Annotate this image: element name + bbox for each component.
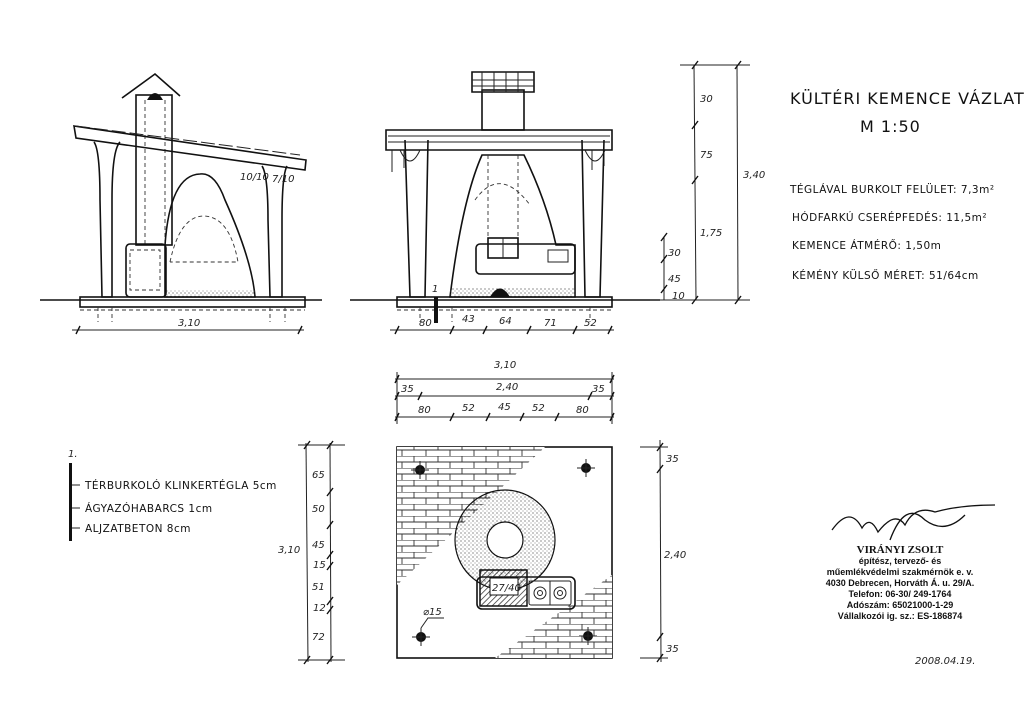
stamp-line: 4030 Debrecen, Horváth Á. u. 29/A. (826, 578, 975, 588)
stamp-line: Vállalkozói ig. sz.: ES-186874 (838, 611, 963, 621)
oven-dome (164, 173, 256, 298)
dim-row3-0: 80 (418, 405, 431, 416)
dim-row3-3: 52 (532, 403, 545, 414)
plan-top-dimensions: 3,10 35 2,40 35 80 52 45 52 80 (394, 360, 615, 424)
dim-175: 1,75 (700, 228, 722, 239)
base-slab (79, 296, 306, 308)
beam-label-2: 7/10 (272, 174, 294, 185)
info-roof-tiles: HÓDFARKÚ CSERÉPFEDÉS: 11,5m² (792, 211, 987, 224)
stamp-line: műemlékvédelmi szakmérnök e. v. (827, 567, 973, 577)
stamp-name: VIRÁNYI ZSOLT (857, 544, 944, 556)
oven-opening (486, 521, 524, 559)
flue-label: 27/40 (492, 583, 521, 594)
chimney-cap (121, 72, 181, 99)
dim-plan-right-35-bottom: 35 (666, 644, 679, 655)
dim-small-45: 45 (668, 274, 681, 285)
dim-total: 3,10 (494, 360, 516, 371)
post-right (581, 139, 605, 298)
dim-75: 75 (700, 150, 713, 161)
dim-71: 71 (544, 318, 557, 329)
dim-340: 3,40 (743, 170, 765, 181)
dim-left-72: 72 (312, 632, 325, 643)
dim-43: 43 (462, 314, 475, 325)
dim-left-45: 45 (312, 540, 325, 551)
legend-layer-3: ALJZATBETON 8cm (85, 523, 191, 535)
stamp-line: Telefon: 06-30/ 249-1764 (849, 589, 952, 599)
dim-35-left: 35 (401, 384, 414, 395)
dim-52: 52 (584, 318, 597, 329)
chimney-cap (471, 71, 535, 93)
roof (385, 129, 613, 151)
dim-plan-right-35-top: 35 (666, 454, 679, 465)
drawing-date: 2008.04.19. (915, 656, 975, 667)
post-left (93, 141, 121, 298)
dim-left-15: 15 (313, 560, 326, 571)
section-marker-label: 1 (432, 284, 438, 295)
post-left (404, 139, 429, 298)
roof (73, 125, 307, 171)
dim-left-51: 51 (312, 582, 325, 593)
dim-small-10: 10 (672, 291, 685, 302)
drawing-scale: M 1:50 (860, 117, 921, 136)
post-diameter-label: ⌀15 (423, 607, 442, 618)
stamp-line: Adószám: 65021000-1-29 (847, 600, 954, 610)
posts-plan (411, 459, 597, 646)
chimney (481, 89, 525, 131)
dim-30: 30 (700, 94, 713, 105)
section-marker (434, 297, 438, 323)
drawing-title: KÜLTÉRI KEMENCE VÁZLAT (790, 89, 1024, 108)
floor-plan: 27/40 ⌀15 35 2,40 35 65 50 45 15 51 12 7… (278, 439, 686, 665)
dim-row3-1: 52 (462, 403, 475, 414)
side-elevation: 10/10 7/10 3,10 (40, 72, 322, 335)
oven-body (449, 154, 576, 298)
dim-left-50: 50 (312, 504, 325, 515)
dim-240: 2,40 (496, 382, 518, 393)
beam-label-1: 10/10 (240, 172, 269, 183)
designer-stamp: VIRÁNYI ZSOLT építész, tervező- és műeml… (826, 504, 996, 621)
dim-left-12: 12 (313, 603, 326, 614)
dim-left-65: 65 (312, 470, 325, 481)
dim-row3-2: 45 (498, 402, 511, 413)
info-chimney-size: KÉMÉNY KÜLSŐ MÉRET: 51/64cm (792, 268, 979, 282)
stamp-line: építész, tervező- és (859, 556, 942, 566)
dim-left-total: 3,10 (278, 545, 300, 556)
dim-80: 80 (419, 318, 432, 329)
dim-35-right: 35 (592, 384, 605, 395)
width-dimension: 3,10 (178, 318, 200, 329)
info-brick-surface: TÉGLÁVAL BURKOLT FELÜLET: 7,3m² (789, 183, 995, 196)
legend-layer-2: ÁGYAZÓHABARCS 1cm (85, 502, 213, 515)
dim-plan-right-240: 2,40 (664, 550, 686, 561)
info-list: TÉGLÁVAL BURKOLT FELÜLET: 7,3m² HÓDFARKÚ… (789, 183, 995, 282)
signature (831, 504, 996, 541)
info-oven-diameter: KEMENCE ÁTMÉRŐ: 1,50m (792, 238, 941, 252)
post-right (261, 165, 288, 298)
layer-legend: 1. TÉRBURKOLÓ KLINKERTÉGLA 5cm ÁGYAZÓHAB… (68, 449, 277, 541)
dim-row3-4: 80 (576, 405, 589, 416)
dim-small-30: 30 (668, 248, 681, 259)
chimney (135, 94, 173, 246)
base-slab (396, 296, 613, 308)
front-elevation: 1 80 43 64 71 52 30 75 1,75 3 (350, 60, 765, 335)
dim-64: 64 (499, 316, 512, 327)
firebox (125, 243, 167, 298)
legend-number: 1. (68, 449, 78, 460)
legend-layer-1: TÉRBURKOLÓ KLINKERTÉGLA 5cm (84, 479, 277, 492)
